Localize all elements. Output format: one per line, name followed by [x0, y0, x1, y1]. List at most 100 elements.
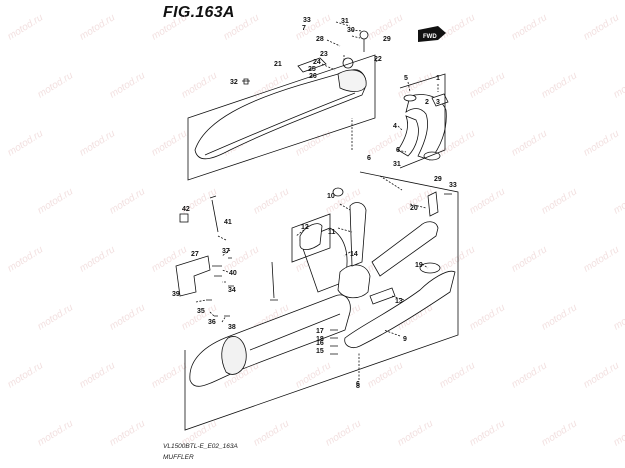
watermark: motod.ru	[396, 418, 436, 448]
watermark: motod.ru	[540, 70, 580, 100]
watermark: motod.ru	[150, 12, 190, 42]
lower-muffler-group	[175, 171, 459, 431]
watermark: motod.ru	[6, 244, 46, 274]
front-pipe-frame	[399, 73, 446, 169]
vertical-exhaust-pipe	[349, 202, 367, 267]
watermark: motod.ru	[612, 418, 625, 448]
part-label: 6	[367, 155, 371, 162]
watermark: motod.ru	[612, 186, 625, 216]
watermark: motod.ru	[252, 418, 292, 448]
watermark: motod.ru	[150, 360, 190, 390]
part-label: 23	[320, 51, 328, 58]
part-label: 27	[191, 251, 199, 258]
mounting-bracket-28	[175, 255, 211, 297]
front-pipe-group	[397, 73, 449, 169]
fastener-stack	[330, 329, 338, 355]
part-label: 32	[230, 79, 238, 86]
part-label: 31	[341, 18, 349, 25]
watermark: motod.ru	[36, 70, 76, 100]
part-label: 38	[228, 324, 236, 331]
part-label: 29	[383, 36, 391, 43]
watermark: motod.ru	[252, 186, 292, 216]
watermark: motod.ru	[612, 70, 625, 100]
figure-title: FIG.163A	[163, 4, 235, 21]
watermark: motod.ru	[582, 360, 622, 390]
front-pipe-leaders	[397, 81, 439, 153]
bracket-13-tube	[299, 223, 323, 250]
part-label: 14	[350, 251, 358, 258]
watermark: motod.ru	[438, 12, 478, 42]
lower-muffler-end-cap	[221, 336, 247, 375]
pipe-flange-3	[431, 93, 449, 107]
watermark: motod.ru	[180, 302, 220, 332]
gasket-10	[332, 187, 344, 197]
part-label: 6	[356, 381, 360, 388]
part-label: 12	[301, 224, 309, 231]
watermark: motod.ru	[78, 12, 118, 42]
o2-sensor-42	[209, 195, 219, 233]
watermark: motod.ru	[6, 360, 46, 390]
watermark: motod.ru	[108, 70, 148, 100]
part-label: 40	[229, 270, 237, 277]
watermark: motod.ru	[222, 12, 262, 42]
upper-muffler-tip	[337, 69, 367, 92]
upper-muffler-group	[187, 21, 378, 181]
watermark: motod.ru	[36, 186, 76, 216]
part-label: 22	[374, 56, 382, 63]
part-label: 2	[425, 99, 429, 106]
rear-heat-cover-end	[419, 262, 441, 274]
part-label: 35	[197, 308, 205, 315]
part-label: 30	[347, 27, 355, 34]
watermark: motod.ru	[540, 302, 580, 332]
watermark: motod.ru	[6, 12, 46, 42]
part-label: 25	[308, 66, 316, 73]
watermark: motod.ru	[540, 418, 580, 448]
watermark: motod.ru	[324, 418, 364, 448]
lower-leader-lines	[195, 175, 429, 380]
part-label: 16	[316, 340, 324, 347]
watermark: motod.ru	[468, 418, 508, 448]
part-label: 7	[302, 25, 306, 32]
upper-muffler-shadow-line	[204, 92, 356, 156]
fwd-direction-badge: FWD	[418, 26, 446, 42]
part-label: 10	[327, 193, 335, 200]
part-label: 15	[316, 348, 324, 355]
part-number-labels: 1 2 3 4 5 6 6 6 7 8 9 10 11 12 13 14 15 …	[172, 17, 457, 390]
watermark: motod.ru	[612, 302, 625, 332]
watermark: motod.ru	[180, 70, 220, 100]
part-label: 33	[303, 17, 311, 24]
watermark: motod.ru	[150, 128, 190, 158]
watermark: motod.ru	[510, 12, 550, 42]
part-label: 11	[328, 229, 336, 236]
part-label: 1	[436, 75, 440, 82]
part-label: 4	[393, 123, 397, 130]
part-label: 39	[172, 291, 180, 298]
watermark: motod.ru	[468, 70, 508, 100]
bracket-13-frame	[291, 213, 331, 263]
watermark: motod.ru	[78, 360, 118, 390]
lower-sensor-stem	[270, 261, 278, 301]
watermark: motod.ru	[108, 186, 148, 216]
part-label: 26	[309, 73, 317, 80]
part-label: 19	[415, 262, 423, 269]
part-label: 3	[436, 99, 440, 106]
part-label: 9	[403, 336, 407, 343]
upper-leader-lines	[321, 21, 378, 150]
part-label: 37	[222, 248, 230, 255]
watermark: motod.ru	[582, 244, 622, 274]
watermark: motod.ru	[468, 186, 508, 216]
watermark: motod.ru	[510, 128, 550, 158]
model-code-line: VL1500BTL-E_E02_163A	[163, 443, 238, 450]
watermark: motod.ru	[582, 128, 622, 158]
crossover-pipe-21	[371, 221, 439, 277]
watermark: motod.ru	[468, 302, 508, 332]
part-label: 21	[274, 61, 282, 68]
watermark: motod.ru	[78, 128, 118, 158]
part-label: 33	[449, 182, 457, 189]
watermark: motod.ru	[294, 12, 334, 42]
watermark: motod.ru	[438, 360, 478, 390]
upper-assembly-frame	[187, 54, 376, 181]
watermark: motod.ru	[6, 128, 46, 158]
